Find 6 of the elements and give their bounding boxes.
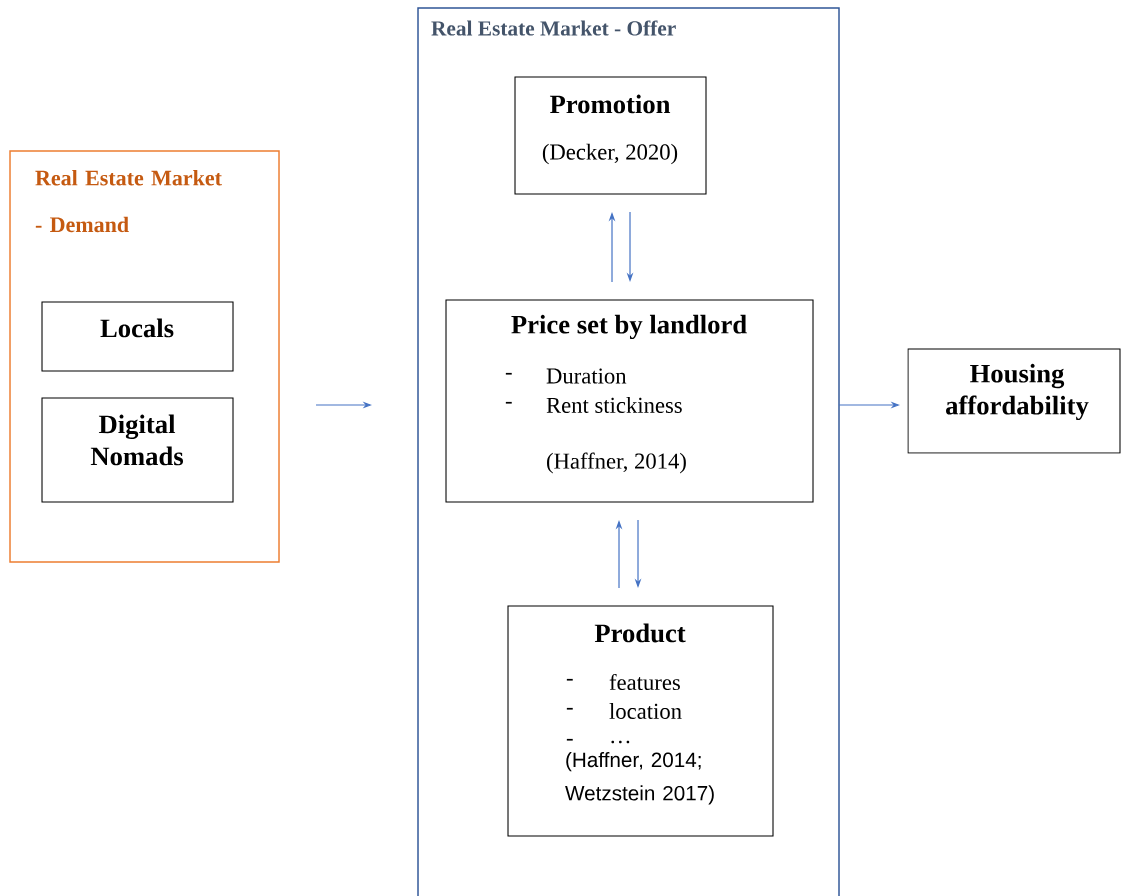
process-box: Product - features - location - … (Haffner, 2014; Wetzstein 2017) — [507, 605, 774, 837]
process-box: Housing affordability — [907, 348, 1121, 454]
process-box: Digital Nomads — [41, 397, 234, 503]
process-box: Price set by landlord - Duration - Rent stickiness (Haffner, 2014) — [445, 299, 814, 503]
process-box: Locals — [41, 301, 234, 372]
process-box: Promotion (Decker, 2020) — [514, 76, 707, 195]
